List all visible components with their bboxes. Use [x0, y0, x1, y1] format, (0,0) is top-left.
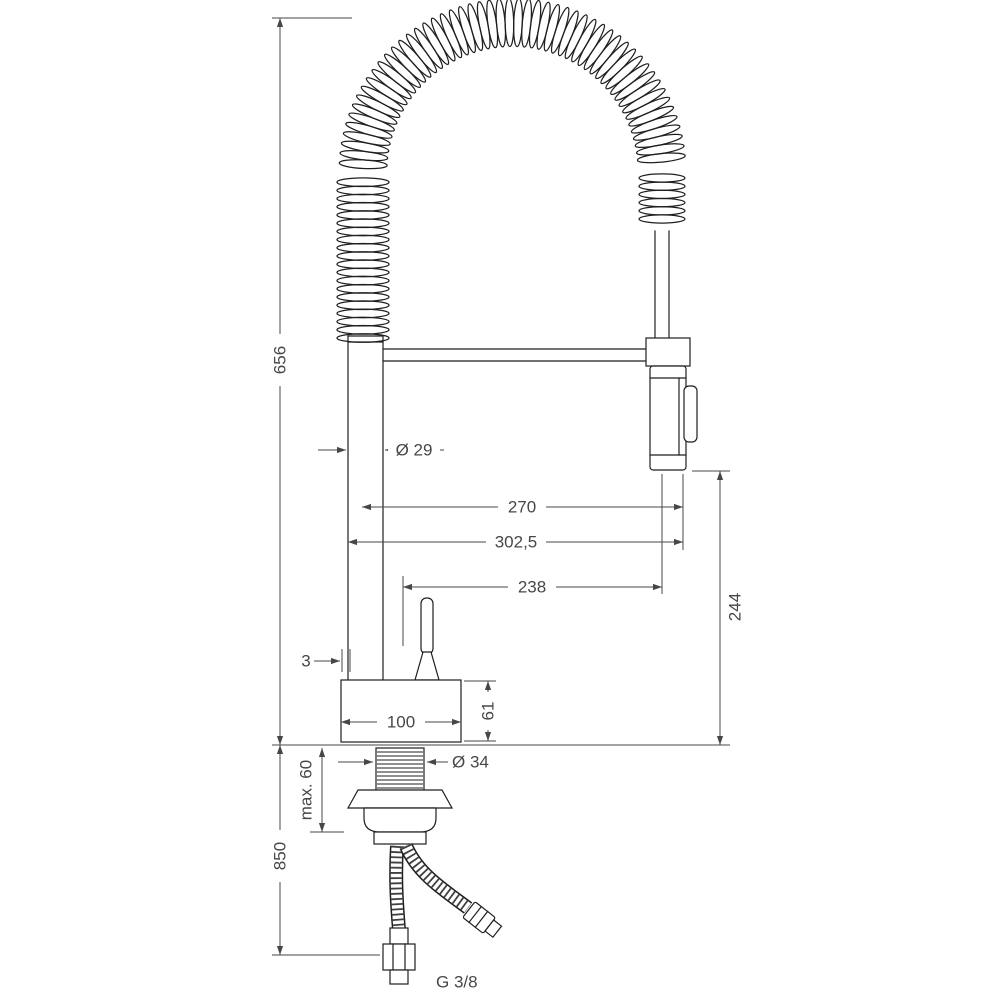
mounting-flange [346, 789, 454, 809]
dim-spray-height-244: 244 [692, 470, 745, 745]
base-body [340, 679, 462, 743]
dim-pipe-diameter-label: Ø 29 [396, 441, 433, 460]
mounting-clamp [363, 807, 437, 833]
dim-overall-reach-3025: 302,5 [348, 533, 683, 552]
dim-max-thickness-label: max. 60 [297, 760, 316, 820]
supply-hose-right [399, 842, 473, 914]
dim-spray-height-label: 244 [726, 593, 745, 621]
locking-nut [373, 831, 427, 845]
supply-hose-left [389, 845, 406, 931]
dim-shank-diameter-34: Ø 34 [338, 753, 489, 772]
spray-button [683, 385, 698, 443]
faucet-drawing [272, 0, 730, 985]
spray-head [649, 365, 698, 471]
spray-holder [645, 337, 691, 367]
thread-hatching [377, 751, 423, 789]
spring-hose-coil [336, 0, 686, 343]
pull-out-hose [654, 230, 670, 339]
dim-overall-reach-label: 302,5 [495, 533, 538, 552]
dim-total-height-label: 656 [271, 346, 290, 374]
dim-total-height: 656 [269, 17, 352, 745]
lever-handle [414, 597, 440, 681]
dim-base-height-label: 61 [479, 702, 498, 721]
dim-pipe-diameter: Ø 29 [318, 441, 444, 460]
dim-hose-length-label: 850 [271, 842, 290, 870]
dim-shank-diameter-label: Ø 34 [452, 753, 489, 772]
spout-arm [382, 348, 649, 362]
dim-spray-offset-238: 238 [402, 474, 663, 646]
dim-base-width-100: 100 [341, 713, 461, 732]
dim-spray-offset-label: 238 [518, 578, 546, 597]
dim-edge-offset-label: 3 [301, 652, 310, 671]
dim-base-width-label: 100 [387, 713, 415, 732]
dim-spout-reach-270: 270 [362, 474, 684, 550]
hose-connector-g38 [382, 927, 416, 985]
dim-edge-offset-3: 3 [301, 649, 351, 672]
dim-hose-length: 850 [269, 745, 380, 956]
hose-fitting-right [462, 901, 503, 939]
riser-pipe [347, 335, 384, 681]
dim-max-thickness: max. 60 [297, 748, 344, 833]
handle-collar [414, 651, 440, 681]
dim-base-height-61: 61 [464, 680, 498, 742]
dim-spout-reach-label: 270 [508, 498, 536, 517]
threaded-shank [375, 747, 425, 793]
connection-thread-label: G 3/8 [436, 973, 478, 992]
